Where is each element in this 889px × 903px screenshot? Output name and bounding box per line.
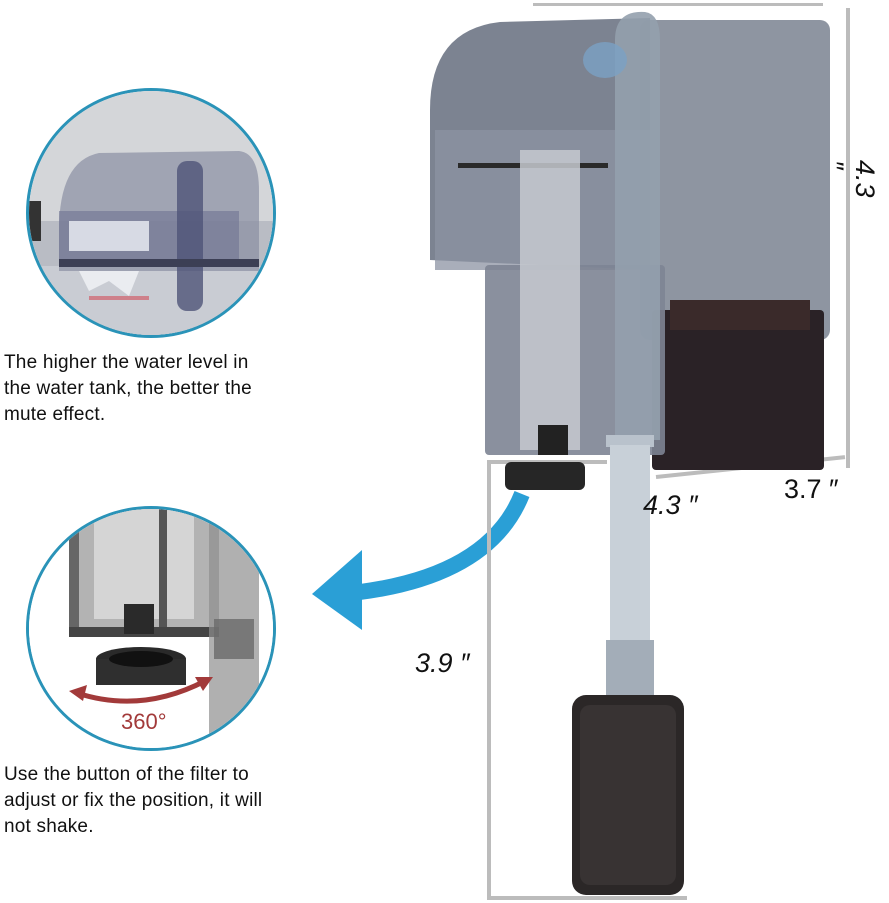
caption-knob-adjust: Use the button of the filter to adjust o… (4, 762, 262, 840)
detail-circle-top (26, 88, 276, 338)
dimension-line-intake-bottom (487, 896, 687, 900)
dimension-label-intake-length: 3.9 ″ (415, 648, 470, 678)
dimension-label-depth: 3.7 ″ (784, 474, 839, 504)
caption-line: mute effect. (4, 404, 106, 425)
caption-line: Use the button of the filter to (4, 764, 249, 785)
dimension-label-height: 4.3 ″ (819, 160, 880, 198)
leveling-knob-photo (29, 509, 273, 748)
dimension-line-height (533, 3, 823, 6)
rotation-label: 360° (121, 709, 167, 734)
pointer-arrow-icon (312, 490, 530, 630)
caption-line: not shake. (4, 816, 94, 837)
filter-product-photo (430, 11, 830, 895)
caption-line: the water tank, the better the (4, 378, 252, 399)
caption-water-level: The higher the water level in the water … (4, 350, 252, 428)
caption-line: adjust or fix the position, it will (4, 790, 263, 811)
filter-in-tank-photo (29, 91, 273, 335)
caption-line: The higher the water level in (4, 352, 249, 373)
dimension-line-intake-left (487, 460, 491, 900)
dimension-label-width: 4.3 ″ (643, 490, 698, 520)
dimension-line-height-right (846, 8, 850, 468)
detail-circle-bottom: 360° (26, 506, 276, 751)
